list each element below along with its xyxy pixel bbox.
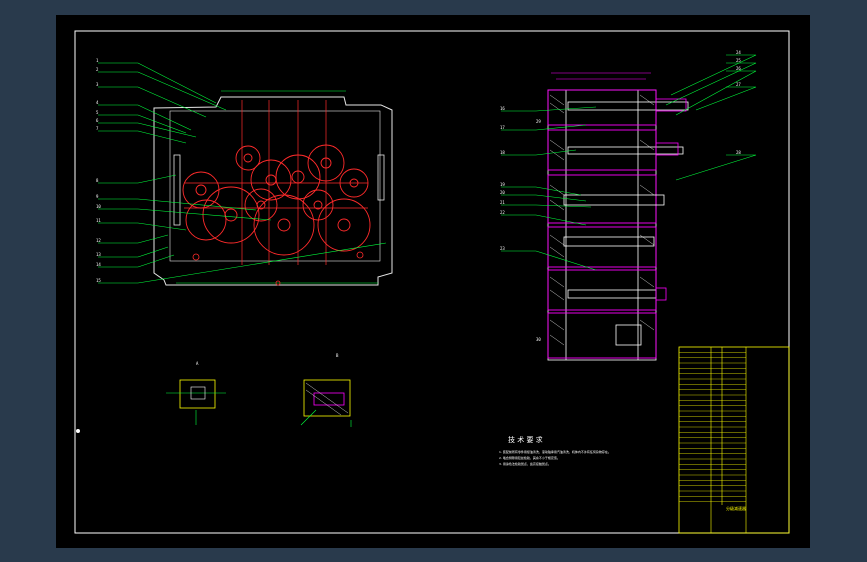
crosshair-icon	[76, 429, 80, 433]
svg-text:25: 25	[736, 58, 741, 63]
svg-text:10: 10	[96, 204, 101, 209]
gear-6	[307, 144, 345, 182]
svg-text:16: 16	[500, 106, 505, 111]
bolt-holes	[192, 251, 364, 286]
side-leaders	[501, 54, 757, 271]
gear-8	[253, 194, 315, 256]
svg-text:14: 14	[96, 262, 101, 267]
svg-text:23: 23	[500, 246, 505, 251]
svg-text:8: 8	[96, 178, 99, 183]
side-view[interactable]: 16 17 18 19 20 21 22 23 24 25 26 27 28 2…	[500, 50, 757, 361]
title-block[interactable]: 分级减速器	[678, 346, 790, 534]
gear-10	[317, 198, 371, 252]
housing-inner	[169, 110, 381, 262]
left-boss	[173, 154, 181, 226]
detail-view-b[interactable]: B	[300, 353, 352, 427]
svg-text:7: 7	[96, 126, 99, 131]
svg-text:27: 27	[736, 82, 741, 87]
shaft-5	[567, 289, 657, 299]
svg-text:13: 13	[96, 252, 101, 257]
gear-centerlines	[184, 100, 368, 265]
gear-train[interactable]	[182, 144, 371, 256]
shaft-2	[567, 146, 684, 155]
tech-req-line-3: 3. 用涂色法检验斑点，齿高接触斑点。	[499, 461, 551, 466]
title-block-title: 分级减速器	[726, 505, 746, 511]
gear-1	[182, 171, 220, 209]
svg-text:B: B	[336, 353, 339, 358]
svg-text:19: 19	[500, 182, 505, 187]
svg-text:1: 1	[96, 58, 99, 63]
side-shafts[interactable]	[563, 101, 689, 346]
svg-text:2: 2	[96, 67, 99, 72]
side-housing	[547, 89, 657, 361]
side-dims	[551, 72, 651, 80]
svg-text:4: 4	[96, 100, 99, 105]
svg-text:22: 22	[500, 210, 505, 215]
cad-viewport[interactable]: 1 2 3 4 5 6 7 8 9 10 11 12 13 14 15	[56, 15, 810, 548]
gear-5	[275, 154, 321, 200]
gear-9	[302, 189, 334, 221]
drawing-border	[74, 30, 790, 534]
svg-text:28: 28	[736, 150, 741, 155]
svg-text:20: 20	[500, 190, 505, 195]
gear-3	[235, 145, 261, 171]
svg-text:12: 12	[96, 238, 101, 243]
svg-text:5: 5	[96, 110, 99, 115]
side-balloons: 16 17 18 19 20 21 22 23 24 25 26 27 28 2…	[500, 50, 741, 342]
right-boss	[377, 154, 385, 201]
front-leaders	[98, 62, 387, 284]
svg-text:30: 30	[536, 337, 541, 342]
gear-7	[244, 188, 278, 222]
tech-req-heading: 技 术 要 求	[508, 435, 543, 444]
front-balloons: 1 2 3 4 5 6 7 8 9 10 11 12 13 14 15	[96, 58, 101, 283]
svg-text:3: 3	[96, 82, 99, 87]
svg-text:A: A	[196, 361, 199, 366]
tech-req-line-2: 2. 啮合侧隙用铅丝检验，其余不小于规定值。	[499, 455, 560, 460]
gear-12	[185, 199, 227, 241]
shaft-6	[615, 324, 642, 346]
housing-outline	[153, 96, 393, 286]
shaft-4	[563, 236, 655, 247]
shaft-3	[563, 194, 665, 206]
title-block-rows	[679, 352, 746, 502]
svg-text:29: 29	[536, 119, 541, 124]
svg-text:26: 26	[736, 66, 741, 71]
technical-requirements: 技 术 要 求 1. 装配前所有零件用煤油清洗，滚动轴承用汽油清洗，机体内不许有…	[499, 435, 611, 466]
cad-drawing-canvas[interactable]: 1 2 3 4 5 6 7 8 9 10 11 12 13 14 15	[56, 15, 810, 548]
svg-text:17: 17	[500, 125, 505, 130]
gear-2	[202, 186, 260, 244]
shaft-extensions	[655, 98, 687, 301]
gear-11	[339, 168, 369, 198]
detail-view-a[interactable]: A	[166, 361, 226, 425]
svg-text:11: 11	[96, 218, 101, 223]
svg-text:9: 9	[96, 194, 99, 199]
side-compartments	[547, 89, 657, 359]
tech-req-line-1: 1. 装配前所有零件用煤油清洗，滚动轴承用汽油清洗，机体内不许有任何杂物存在。	[499, 449, 611, 454]
shaft-1	[567, 101, 689, 111]
svg-text:18: 18	[500, 150, 505, 155]
svg-text:24: 24	[736, 50, 741, 55]
gear-4	[250, 159, 292, 201]
svg-text:21: 21	[500, 200, 505, 205]
svg-text:6: 6	[96, 118, 99, 123]
svg-text:15: 15	[96, 278, 101, 283]
front-view[interactable]: 1 2 3 4 5 6 7 8 9 10 11 12 13 14 15	[96, 58, 393, 286]
